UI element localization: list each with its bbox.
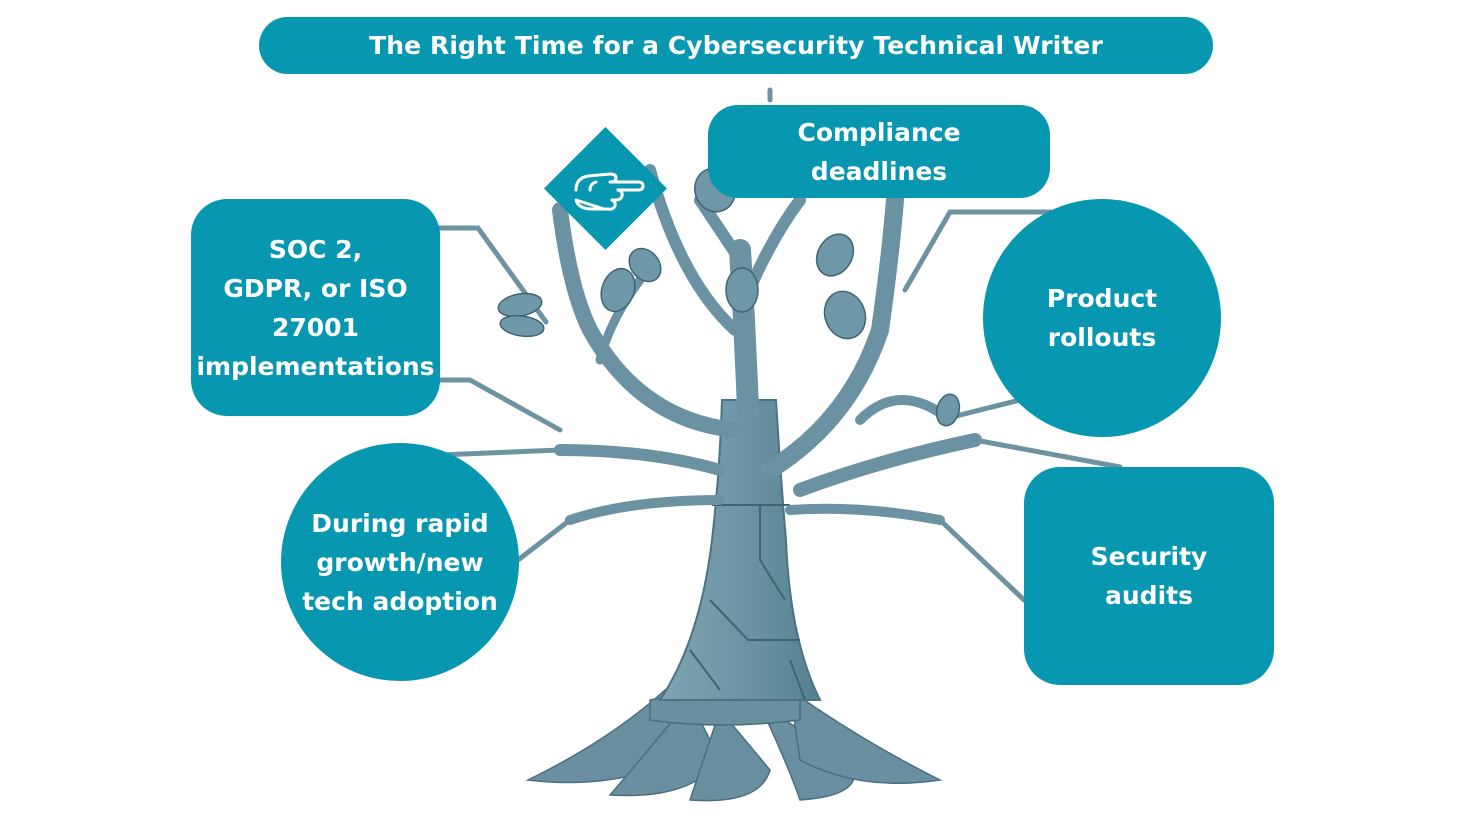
pointing-hand-icon — [574, 172, 645, 211]
compliance-deadlines-label: Compliance deadlines — [797, 117, 961, 186]
product-rollouts-circle: Product rollouts — [983, 199, 1221, 437]
soc-gdpr-iso-box: SOC 2, GDPR, or ISO 27001 implementation… — [191, 199, 440, 416]
page-title: The Right Time for a Cybersecurity Techn… — [259, 17, 1213, 74]
tree-trunk — [658, 399, 822, 701]
soc-gdpr-iso-label: SOC 2, GDPR, or ISO 27001 implementation… — [196, 234, 435, 381]
trunk-cracks — [689, 504, 806, 701]
product-rollouts-label: Product rollouts — [1046, 284, 1158, 352]
compliance-deadlines-box: Compliance deadlines — [708, 105, 1050, 198]
tree-roots — [525, 688, 943, 802]
security-audits-label: Security audits — [1090, 542, 1208, 610]
rapid-growth-label: During rapid growth/new tech adoption — [302, 508, 498, 616]
connector-lines — [437, 87, 1123, 603]
security-audits-box: Security audits — [1024, 467, 1274, 685]
rapid-growth-circle: During rapid growth/new tech adoption — [281, 443, 519, 681]
